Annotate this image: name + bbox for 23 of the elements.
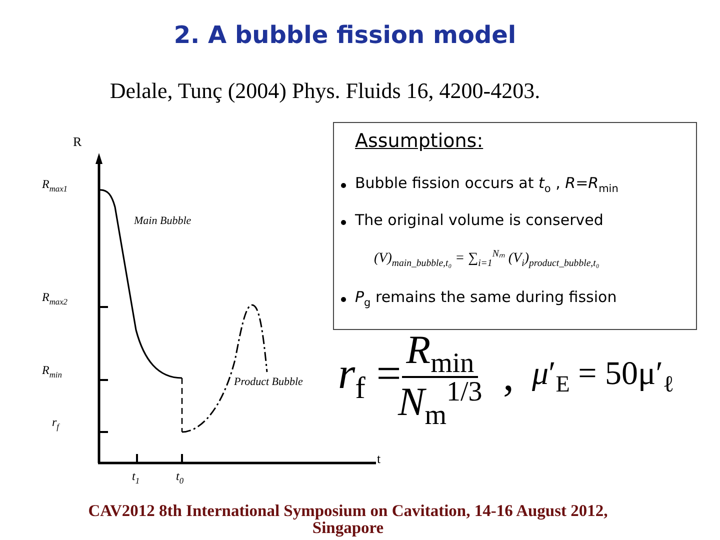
curve-label: Main Bubble [134, 215, 192, 228]
fraction-numerator: R$_{min}$ [406, 330, 474, 370]
equation: (V)$_{main_bubble,t₀}$ = ∑$_{i=1}$$^{Nₘ}$ (V$_{i}$)$_{product_bubble,t₀}$ [374, 251, 600, 268]
reference-text: Delale, Tunç (2004) Phys. Fluids 16, 4200-4203. [110, 78, 540, 104]
bullet-text: P$_{g}$ remains the same during fission [355, 289, 617, 306]
axis-label: R [73, 135, 82, 150]
panel-heading: Assumptions: [355, 131, 484, 153]
assumptions-panel [333, 122, 697, 330]
bullet-text: Bubble fission occurs at t$_{o}$ , R=R$_{min}$ [355, 175, 618, 192]
tick-label: t$_{0}$ [176, 470, 184, 484]
tick-label: r$_{f}$ [52, 416, 59, 430]
tick-label: t$_{1}$ [132, 470, 140, 484]
axis-label: t [377, 452, 381, 467]
caption-text: CAV2012 8th International Symposium on Cavitation, 14-16 August 2012, Singapore [87, 503, 609, 536]
tick-label: R$_{min}$ [42, 364, 62, 378]
formula: r$_{f}$ = [338, 352, 402, 396]
curve-label: Product Bubble [234, 376, 303, 389]
formula-comma: , [503, 354, 514, 398]
tick-label: R$_{max1}$ [42, 178, 68, 192]
formula: μ′$_{E}$ = 50μ′$_{ℓ}$ [532, 358, 674, 391]
tick-label: R$_{max2}$ [42, 291, 68, 305]
bullet-text: The original volume is conserved [355, 212, 604, 230]
slide-title: 2. A bubble fission model [174, 22, 516, 50]
